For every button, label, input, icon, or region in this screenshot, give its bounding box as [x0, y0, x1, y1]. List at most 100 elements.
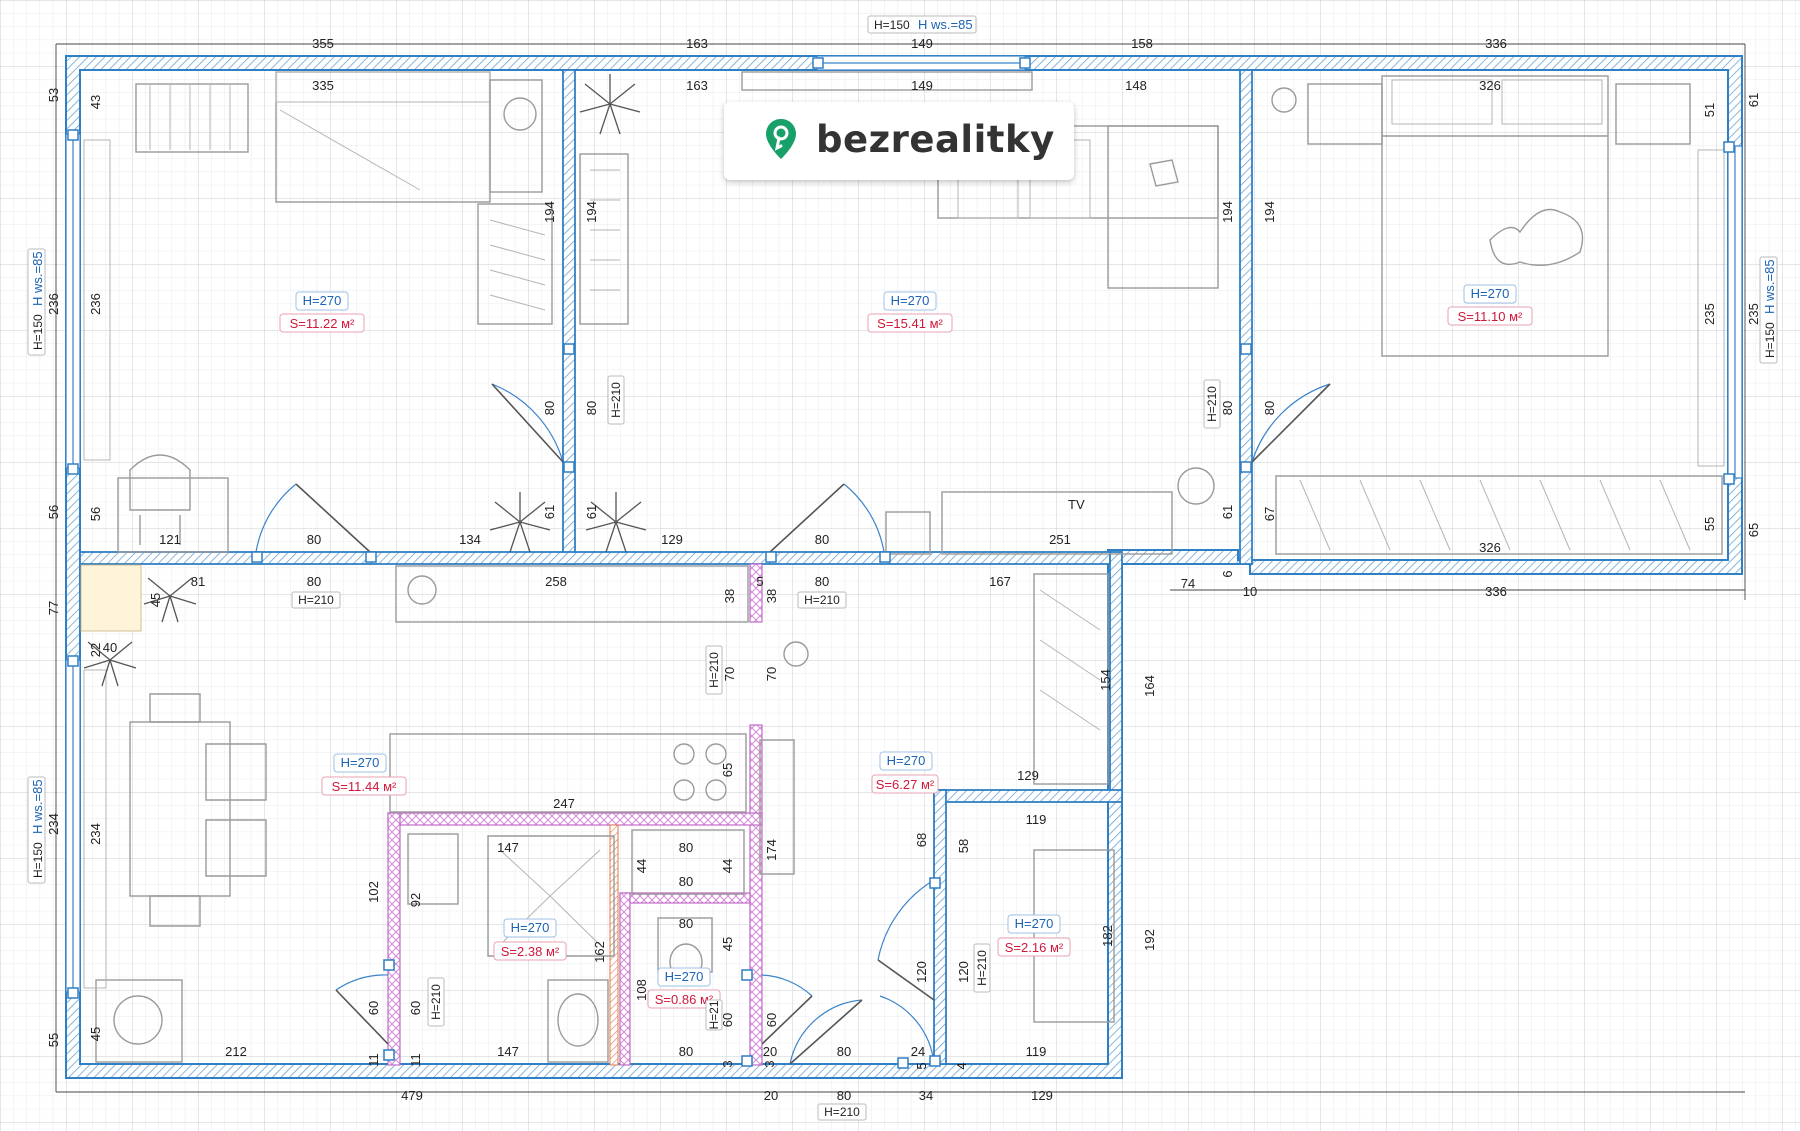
room-area: S=15.41 м² [877, 316, 943, 331]
room-area: S=11.10 м² [1458, 309, 1523, 324]
svg-text:11: 11 [408, 1053, 423, 1067]
door-height: H=210 [824, 1105, 860, 1119]
room-tag-wc: H=270 S=0.86 м² [647, 967, 721, 1009]
doors [255, 383, 1331, 1065]
svg-text:479: 479 [401, 1088, 423, 1103]
svg-text:61: 61 [1746, 93, 1761, 107]
svg-text:H ws.=85: H ws.=85 [30, 779, 45, 834]
svg-text:44: 44 [720, 859, 735, 873]
svg-text:80: 80 [584, 401, 599, 415]
svg-text:80: 80 [679, 1044, 693, 1059]
svg-text:55: 55 [46, 1033, 61, 1047]
svg-text:121: 121 [159, 532, 181, 547]
svg-text:154: 154 [1098, 669, 1113, 691]
svg-text:120: 120 [914, 961, 929, 983]
door-height: H=21 [707, 1000, 721, 1029]
brand-logo-card: bezrealitky [724, 102, 1074, 180]
svg-text:H=150: H=150 [1763, 322, 1777, 358]
svg-text:3: 3 [720, 1060, 735, 1067]
room-tag-bedroom-1: H=270 S=11.22 м² [279, 291, 365, 333]
svg-text:61: 61 [1220, 505, 1235, 519]
svg-text:236: 236 [88, 293, 103, 315]
svg-text:74: 74 [1181, 576, 1195, 591]
svg-text:80: 80 [679, 916, 693, 931]
svg-text:147: 147 [497, 840, 519, 855]
svg-text:H ws.=85: H ws.=85 [30, 251, 45, 306]
dimension-lines [55, 43, 1746, 1093]
svg-text:61: 61 [542, 505, 557, 519]
svg-text:80: 80 [679, 874, 693, 889]
room-height: H=270 [1471, 286, 1510, 301]
svg-text:194: 194 [1262, 201, 1277, 223]
furniture-kitchen [83, 565, 1115, 1063]
svg-text:45: 45 [720, 937, 735, 951]
room-tag-hall: H=270 S=6.27 м² [871, 751, 939, 794]
room-area: S=6.27 м² [876, 777, 935, 792]
svg-text:149: 149 [911, 78, 933, 93]
svg-text:56: 56 [46, 505, 61, 519]
door-height: H=210 [609, 382, 623, 418]
room-tag-storage: H=270 S=2.16 м² [997, 914, 1071, 957]
room-tag-bedroom-2: H=270 S=11.10 м² [1447, 284, 1533, 326]
window-tag-right: H=150 H ws.=85 [1759, 256, 1778, 364]
svg-text:H ws.=85: H ws.=85 [918, 17, 973, 32]
svg-text:6: 6 [1220, 570, 1235, 577]
svg-text:80: 80 [679, 840, 693, 855]
svg-text:11: 11 [366, 1053, 381, 1067]
partitions [387, 563, 763, 1066]
svg-text:164: 164 [1142, 675, 1157, 697]
door-height: H=210 [707, 652, 721, 688]
svg-text:80: 80 [1220, 401, 1235, 415]
svg-text:40: 40 [103, 640, 117, 655]
svg-text:65: 65 [720, 763, 735, 777]
svg-text:24: 24 [911, 1044, 925, 1059]
svg-text:68: 68 [914, 833, 929, 847]
room-height: H=270 [511, 920, 550, 935]
plants [83, 74, 647, 687]
svg-text:236: 236 [46, 293, 61, 315]
svg-text:20: 20 [763, 1044, 777, 1059]
svg-text:147: 147 [497, 1044, 519, 1059]
svg-text:4: 4 [954, 1062, 969, 1069]
svg-text:43: 43 [88, 95, 103, 109]
svg-text:92: 92 [408, 893, 423, 907]
svg-text:60: 60 [408, 1001, 423, 1015]
room-height: H=270 [891, 293, 930, 308]
room-height: H=270 [887, 753, 926, 768]
svg-text:194: 194 [542, 201, 557, 223]
svg-text:162: 162 [592, 941, 607, 963]
svg-text:5: 5 [756, 574, 763, 589]
svg-text:102: 102 [366, 881, 381, 903]
svg-text:212: 212 [225, 1044, 247, 1059]
svg-text:77: 77 [46, 601, 61, 615]
svg-text:45: 45 [88, 1027, 103, 1041]
svg-text:56: 56 [88, 507, 103, 521]
interior-walls [79, 69, 1253, 1065]
svg-text:129: 129 [1031, 1088, 1053, 1103]
furniture-room3 [1271, 75, 1725, 555]
svg-text:22: 22 [88, 643, 103, 657]
svg-text:45: 45 [148, 593, 163, 607]
svg-text:194: 194 [584, 201, 599, 223]
svg-text:326: 326 [1479, 78, 1501, 93]
svg-text:51: 51 [1702, 103, 1717, 117]
door-height: H=210 [1205, 386, 1219, 422]
svg-text:120: 120 [956, 961, 971, 983]
svg-text:235: 235 [1746, 303, 1761, 325]
svg-text:129: 129 [1017, 768, 1039, 783]
room-area: S=0.86 м² [655, 992, 714, 1007]
svg-text:174: 174 [764, 839, 779, 861]
window-tag-left-bottom: H=150 H ws.=85 [27, 776, 46, 884]
niche-area [80, 564, 142, 632]
svg-text:5: 5 [914, 1062, 929, 1069]
svg-text:149: 149 [911, 36, 933, 51]
room-tag-bathroom: H=270 S=2.38 м² [493, 918, 567, 961]
svg-text:H=150: H=150 [874, 18, 910, 32]
svg-text:80: 80 [542, 401, 557, 415]
svg-text:355: 355 [312, 36, 334, 51]
room-tag-kitchen: H=270 S=11.44 м² [321, 753, 407, 796]
svg-text:336: 336 [1485, 584, 1507, 599]
room-height: H=270 [1015, 916, 1054, 931]
svg-text:326: 326 [1479, 540, 1501, 555]
